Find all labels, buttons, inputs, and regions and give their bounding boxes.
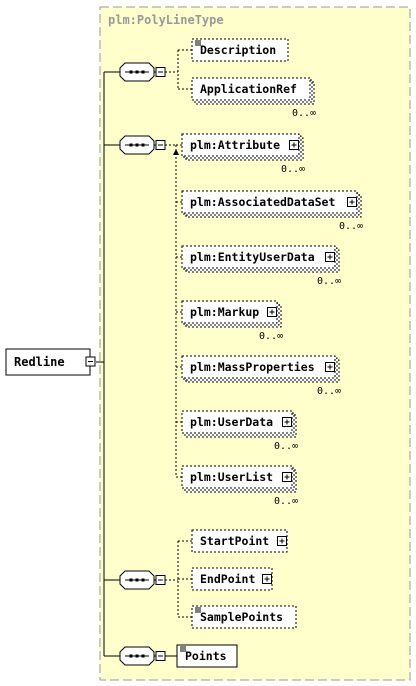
- expand-button[interactable]: [282, 472, 292, 482]
- sequence-groups: DescriptionApplicationRef0..∞plm:Attribu…: [119, 38, 363, 668]
- element-label: Points: [185, 649, 227, 663]
- element-startpoint[interactable]: StartPoint: [178, 529, 288, 553]
- expand-button[interactable]: [267, 307, 277, 317]
- element-description[interactable]: Description: [178, 38, 289, 62]
- root-collapse-button[interactable]: [85, 356, 96, 367]
- expand-button[interactable]: [282, 417, 292, 427]
- element-plm-attribute[interactable]: plm:Attribute 0..∞: [176, 133, 305, 175]
- expand-button[interactable]: [277, 536, 287, 546]
- root-element-label: Redline: [14, 355, 65, 369]
- expand-button[interactable]: [325, 362, 335, 372]
- element-label: SamplePoints: [200, 610, 283, 624]
- group-collapse-button[interactable]: [154, 575, 166, 585]
- root-connectors: [96, 71, 120, 657]
- element-label: plm:Attribute: [190, 138, 280, 152]
- repeat-arrow-icon: [173, 149, 179, 155]
- group-collapse-button[interactable]: [154, 67, 166, 77]
- element-samplepoints[interactable]: SamplePoints: [178, 605, 297, 629]
- occurrence-label: 0..∞: [317, 386, 341, 397]
- element-endpoint[interactable]: EndPoint: [178, 567, 273, 591]
- sequence-compositor[interactable]: [119, 646, 155, 666]
- element-plm-massproperties[interactable]: plm:MassProperties 0..∞: [176, 355, 341, 397]
- occurrence-label: 0..∞: [339, 221, 363, 232]
- group-collapse-button[interactable]: [154, 140, 166, 150]
- element-label: plm:Markup: [190, 305, 259, 319]
- occurrence-label: 0..∞: [274, 441, 298, 452]
- element-label: plm:EntityUserData: [190, 250, 315, 264]
- element-plm-userlist[interactable]: plm:UserList 0..∞: [176, 465, 298, 507]
- sequence-group-4: Points: [119, 644, 238, 668]
- element-label: plm:UserData: [190, 415, 273, 429]
- element-plm-entityuserdata[interactable]: plm:EntityUserData 0..∞: [176, 245, 341, 287]
- element-plm-markup[interactable]: plm:Markup 0..∞: [176, 300, 283, 342]
- element-label: EndPoint: [200, 572, 255, 586]
- expand-button[interactable]: [289, 140, 299, 150]
- occurrence-label: 0..∞: [259, 331, 283, 342]
- element-points[interactable]: Points: [176, 644, 238, 668]
- element-label: Description: [200, 43, 276, 57]
- documentation-icon: [180, 646, 186, 652]
- documentation-icon: [195, 40, 201, 46]
- sequence-compositor[interactable]: [119, 135, 155, 155]
- sequence-compositor[interactable]: [119, 62, 155, 82]
- element-plm-userdata[interactable]: plm:UserData 0..∞: [176, 410, 298, 452]
- element-label: plm:UserList: [190, 470, 273, 484]
- element-label: plm:MassProperties: [190, 360, 315, 374]
- expand-button[interactable]: [347, 197, 357, 207]
- documentation-icon: [195, 607, 201, 613]
- element-plm-associateddataset[interactable]: plm:AssociatedDataSet 0..∞: [176, 190, 363, 232]
- element-applicationref[interactable]: ApplicationRef 0..∞: [178, 77, 316, 119]
- type-title: plm:PolyLineType: [108, 13, 224, 27]
- sequence-group-2: plm:Attribute 0..∞ plm:AssociatedDataSet 0.…: [119, 133, 363, 507]
- sequence-compositor[interactable]: [119, 570, 155, 590]
- occurrence-label: 0..∞: [317, 276, 341, 287]
- element-label: ApplicationRef: [200, 82, 297, 96]
- group-collapse-button[interactable]: [154, 651, 166, 661]
- occurrence-label: 0..∞: [292, 108, 316, 119]
- occurrence-label: 0..∞: [281, 164, 305, 175]
- element-label: StartPoint: [200, 534, 269, 548]
- expand-button[interactable]: [325, 252, 335, 262]
- root-element[interactable]: Redline: [5, 348, 96, 376]
- expand-button[interactable]: [262, 574, 272, 584]
- occurrence-label: 0..∞: [274, 496, 298, 507]
- element-label: plm:AssociatedDataSet: [190, 195, 335, 209]
- type-box: [99, 6, 411, 681]
